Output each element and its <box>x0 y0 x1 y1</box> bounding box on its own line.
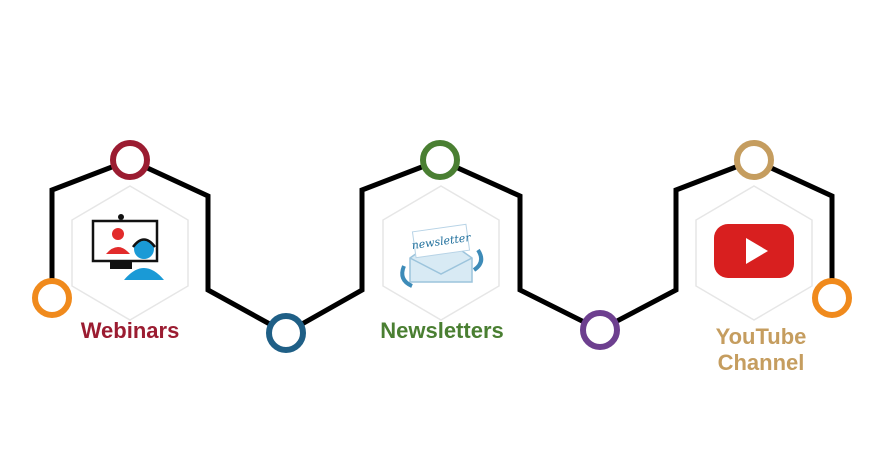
webinars-node <box>110 140 150 180</box>
newsletters-node <box>420 140 460 180</box>
webinar-icon <box>91 214 164 280</box>
newsletter-envelope-icon: newsletter <box>400 223 484 288</box>
youtube-channel-label: YouTube Channel <box>686 324 836 376</box>
end-node <box>812 278 852 318</box>
youtube-play-icon <box>714 224 794 278</box>
start-node <box>32 278 72 318</box>
youtube-label-line-2: Channel <box>717 350 805 375</box>
webinars-label: Webinars <box>80 318 180 343</box>
youtube-label-line-1: YouTube <box>715 324 807 349</box>
youtube-node <box>734 140 774 180</box>
valley-node-2 <box>580 310 620 350</box>
valley-node-1 <box>266 313 306 353</box>
newsletters-label: Newsletters <box>380 318 504 343</box>
